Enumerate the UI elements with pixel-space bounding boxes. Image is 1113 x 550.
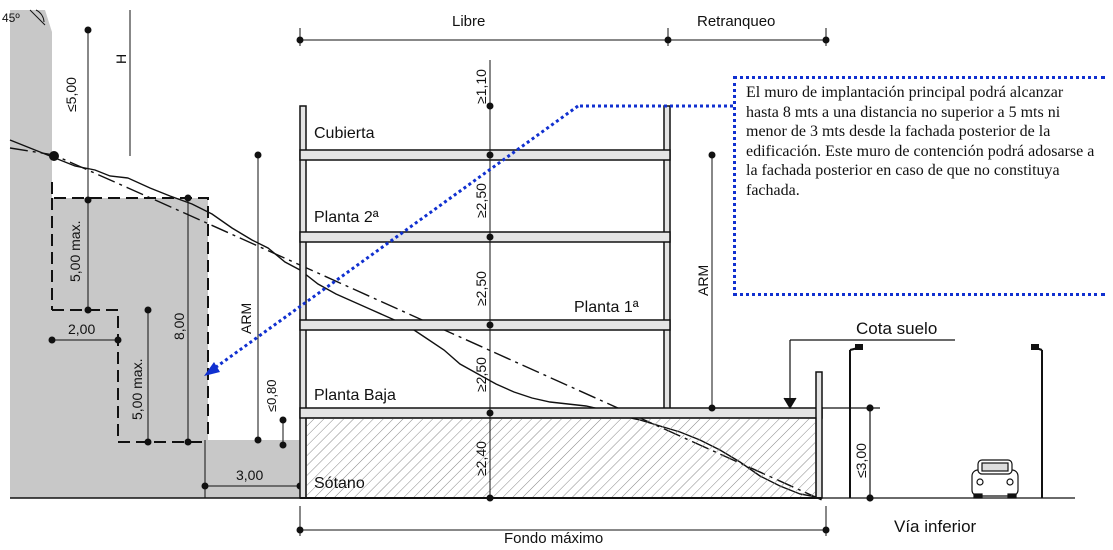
label-ground-level: Cota suelo [856,319,937,338]
label-angle: 45º [2,11,20,25]
dim-2-40: ≥2,40 [473,441,489,476]
upper-rock-block [10,10,52,32]
label-roof: Cubierta [314,125,375,142]
label-max-depth: Fondo máximo [504,530,603,547]
dim-3-00: 3,00 [236,467,263,483]
label-arm-left: ARM [238,303,254,334]
retaining-wall-block [10,32,300,498]
dimension-lines-left [48,10,304,498]
street-lamp-1 [849,344,863,498]
dim-2-50-a: ≥2,50 [473,183,489,218]
basement-hatch [305,417,817,499]
dim-2-00: 2,00 [68,321,95,337]
note-pointer-arrow [211,104,733,372]
dimension-lines-center [296,28,830,536]
label-arm-right: ARM [695,265,711,296]
label-basement: Sótano [314,475,365,492]
arrow-head [204,362,220,376]
dim-8-00: 8,00 [171,313,187,340]
dim-5-00-max-a: 5,00 max. [67,221,83,282]
label-ground: Planta Baja [314,387,396,404]
label-h: H [113,54,129,64]
dim-1-10: ≥1,10 [473,69,489,104]
dim-3-00-right: ≤3,00 [853,443,869,478]
dim-5-00-max-b: 5,00 max. [129,359,145,420]
note-text: El muro de implantación principal podrá … [746,84,1095,199]
label-free: Libre [452,13,485,30]
wall-outline-dashed [51,182,209,443]
dim-5-00: ≤5,00 [63,77,79,112]
dim-2-50-c: ≥2,50 [473,357,489,392]
label-lower-road: Vía inferior [894,517,977,536]
dim-0-80: ≤0,80 [264,380,279,412]
street-lamp-2 [1031,344,1043,498]
angle-marker [29,9,46,26]
dim-2-50-b: ≥2,50 [473,271,489,306]
reference-point [49,151,59,161]
car-icon [971,459,1019,499]
street-side [783,339,1075,502]
label-floor1: Planta 1ª [574,299,639,316]
label-setback: Retranqueo [697,13,775,30]
label-floor2: Planta 2ª [314,209,379,226]
regulation-note: El muro de implantación principal podrá … [733,76,1105,296]
